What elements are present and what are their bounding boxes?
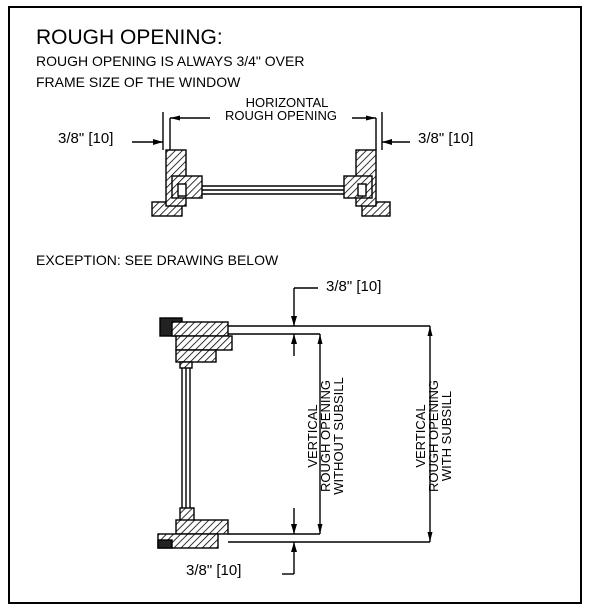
note-line-1: ROUGH OPENING IS ALWAYS 3/4" OVER [36, 53, 305, 69]
right-jamb [343, 149, 391, 217]
drawing-border [8, 6, 582, 604]
note-line-2: FRAME SIZE OF THE WINDOW [36, 74, 241, 90]
vertical-without-subsill-label: VERTICAL ROUGH OPENING WITHOUT SUBSILL [305, 326, 358, 546]
vertical-with-subsill-line-3: WITH SUBSILL [439, 390, 454, 482]
left-jamb [151, 149, 203, 217]
gap-bottom-label: 3/8" [10] [186, 562, 242, 579]
vertical-with-subsill-label: VERTICAL ROUGH OPENING WITH SUBSILL [413, 326, 466, 546]
vertical-without-subsill-line-3: WITHOUT SUBSILL [331, 377, 346, 495]
gap-left-label: 3/8" [10] [58, 130, 114, 147]
horizontal-section [132, 112, 410, 217]
page-title: ROUGH OPENING: [36, 26, 223, 49]
sill-frame [157, 507, 229, 549]
gap-top-label: 3/8" [10] [326, 278, 382, 295]
horizontal-label-bottom: ROUGH OPENING [210, 109, 352, 122]
head-frame [159, 317, 233, 369]
gap-right-label: 3/8" [10] [418, 130, 474, 147]
horizontal-label-top: HORIZONTAL [245, 95, 329, 110]
vertical-section [157, 287, 433, 575]
exception-note: EXCEPTION: SEE DRAWING BELOW [36, 252, 279, 268]
